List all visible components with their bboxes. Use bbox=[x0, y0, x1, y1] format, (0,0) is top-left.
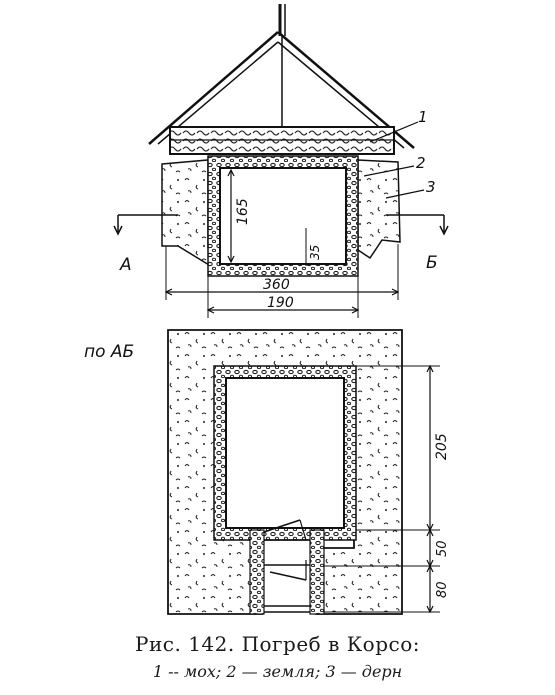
door-lower bbox=[269, 571, 307, 581]
section-arrow-right bbox=[439, 215, 449, 236]
elevation-view: 1 2 3 А Б 165 35 360 190 bbox=[113, 4, 449, 318]
dim-passage-1-label: 50 bbox=[435, 540, 450, 557]
dim-height-label: 165 bbox=[235, 198, 251, 225]
figure-caption-title: Рис. 142. Погреб в Корсо: bbox=[134, 632, 420, 656]
callout-3: 3 bbox=[426, 178, 436, 196]
cellar-chamber bbox=[219, 167, 347, 265]
plan-view: по АБ 205 50 80 bbox=[84, 329, 450, 615]
door-upper bbox=[263, 519, 301, 533]
dim-floor-label: 35 bbox=[308, 245, 322, 260]
figure-caption-legend: 1 -- мох; 2 — земля; 3 — дерн bbox=[152, 662, 403, 681]
callout-2: 2 bbox=[416, 154, 426, 172]
plan-cellar-room bbox=[225, 377, 345, 529]
dim-passage-2-label: 80 bbox=[435, 581, 450, 598]
section-label: по АБ bbox=[84, 342, 134, 362]
left-turf bbox=[161, 159, 216, 270]
dim-room-length-label: 205 bbox=[434, 433, 450, 460]
callout-1: 1 bbox=[418, 108, 428, 126]
section-arrow-left bbox=[113, 215, 123, 236]
plan-entrance-passage bbox=[249, 519, 325, 615]
dim-outer-width-label: 360 bbox=[263, 277, 290, 293]
section-marker-b: Б bbox=[426, 253, 438, 273]
right-turf bbox=[357, 159, 401, 260]
section-marker-a: А bbox=[119, 255, 132, 275]
dim-inner-width-label: 190 bbox=[267, 295, 294, 311]
